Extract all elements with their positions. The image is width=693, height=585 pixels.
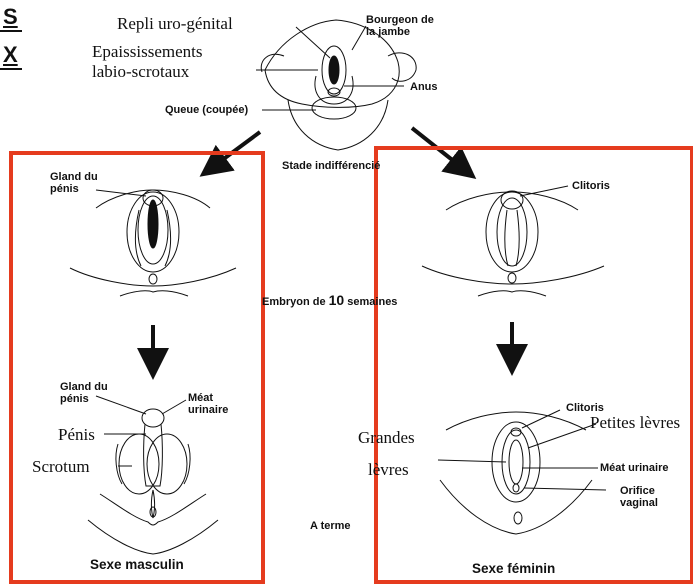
- label-queue: Queue (coupée): [165, 104, 248, 116]
- label-meat-urinaire-1: Méat: [188, 392, 213, 404]
- label-gland-du-penis-1b: pénis: [50, 183, 79, 195]
- label-anus: Anus: [410, 81, 438, 93]
- label-meat-urinaire-2: urinaire: [188, 404, 228, 416]
- label-scrotum: Scrotum: [32, 457, 90, 477]
- label-gland-du-penis-2a: Gland du: [60, 381, 108, 393]
- fragment-top: S: [3, 4, 18, 30]
- label-bourgeon-1: Bourgeon de: [366, 14, 434, 26]
- male-term-leaders: [96, 396, 186, 466]
- male-embryo-term: [88, 409, 218, 554]
- label-petites-levres: Petites lèvres: [590, 413, 680, 433]
- indifferent-embryo: [261, 20, 416, 150]
- label-sexe-feminin: Sexe féminin: [472, 561, 555, 576]
- female-embryo-10w: [422, 191, 604, 296]
- label-a-terme: A terme: [310, 520, 351, 532]
- label-epaississements: Epaississements: [92, 42, 203, 62]
- label-sexe-masculin: Sexe masculin: [90, 557, 184, 572]
- label-meat-urinaire-f: Méat urinaire: [600, 462, 668, 474]
- label-levres: lèvres: [368, 460, 409, 480]
- label-bourgeon-2: la jambe: [366, 26, 410, 38]
- label-penis: Pénis: [58, 425, 95, 445]
- label-labio-scrotaux: labio-scrotaux: [92, 62, 189, 82]
- label-embryon-age: Embryon de 10 semaines: [262, 294, 397, 308]
- label-gland-du-penis-1a: Gland du: [50, 171, 98, 183]
- label-vaginal: vaginal: [620, 497, 658, 509]
- embryon-number: 10: [329, 292, 345, 308]
- male-embryo-10w: [70, 190, 236, 296]
- label-orifice: Orifice: [620, 485, 655, 497]
- label-grandes: Grandes: [358, 428, 415, 448]
- female-frame: [376, 148, 692, 582]
- label-clitoris-1: Clitoris: [572, 180, 610, 192]
- label-repli-uro-genital: Repli uro-génital: [117, 14, 233, 34]
- label-stade-indifferencie: Stade indifférencié: [282, 160, 380, 172]
- clitoris-leader-1: [520, 186, 568, 196]
- arrow-to-female: [412, 128, 470, 174]
- fragment-bottom: X: [3, 42, 18, 68]
- embryon-suffix: semaines: [347, 296, 397, 308]
- embryon-prefix: Embryon de: [262, 296, 326, 308]
- label-gland-du-penis-2b: pénis: [60, 393, 89, 405]
- female-embryo-term: [440, 412, 592, 534]
